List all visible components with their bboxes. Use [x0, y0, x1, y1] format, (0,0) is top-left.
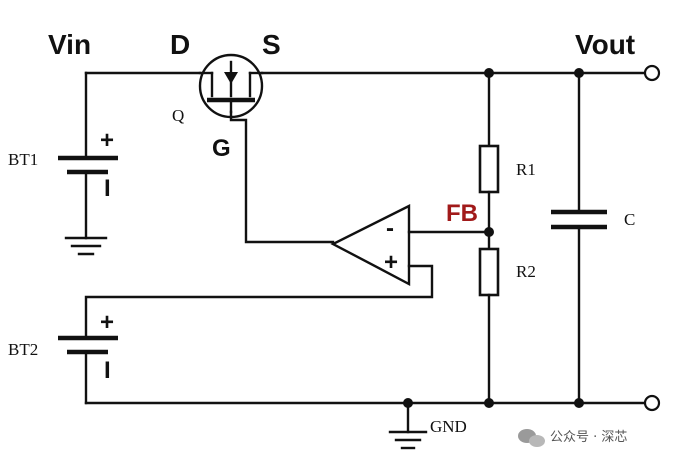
opamp-plus-sign: +	[384, 249, 398, 276]
opamp-minus-sign: -	[386, 215, 394, 242]
wechat-icon	[518, 429, 545, 447]
mosfet-q	[198, 53, 264, 119]
label-r2: R2	[516, 262, 536, 281]
label-capacitor: C	[624, 210, 635, 229]
resistor-r1	[478, 71, 500, 251]
label-vout: Vout	[575, 29, 635, 60]
bt1-minus-sign: I	[104, 175, 111, 202]
label-gate: G	[212, 135, 231, 162]
op-amp	[84, 204, 491, 340]
bt1-plus-sign: +	[100, 127, 114, 154]
capacitor-c	[551, 71, 607, 405]
label-source: S	[262, 29, 281, 60]
label-gnd: GND	[430, 417, 467, 436]
battery-bt2	[58, 335, 118, 405]
resistor-r2	[478, 247, 500, 405]
battery-bt1	[58, 155, 118, 240]
watermark: 公众号 · 深芯	[518, 429, 627, 447]
watermark-text: 公众号 · 深芯	[550, 430, 627, 445]
gate-wire	[229, 110, 335, 244]
bt2-minus-sign: I	[104, 357, 111, 384]
junction-dots	[403, 68, 584, 408]
bt2-plus-sign: +	[100, 309, 114, 336]
label-vin: Vin	[48, 29, 91, 60]
ground-symbol-bottom	[388, 401, 428, 450]
ground-symbol-bt1	[64, 236, 108, 256]
label-fb: FB	[446, 200, 478, 227]
label-r1: R1	[516, 160, 536, 179]
label-drain: D	[170, 29, 190, 60]
output-terminals	[643, 64, 661, 412]
label-bt2: BT2	[8, 340, 38, 359]
label-transistor: Q	[172, 106, 184, 125]
label-bt1: BT1	[8, 150, 38, 169]
